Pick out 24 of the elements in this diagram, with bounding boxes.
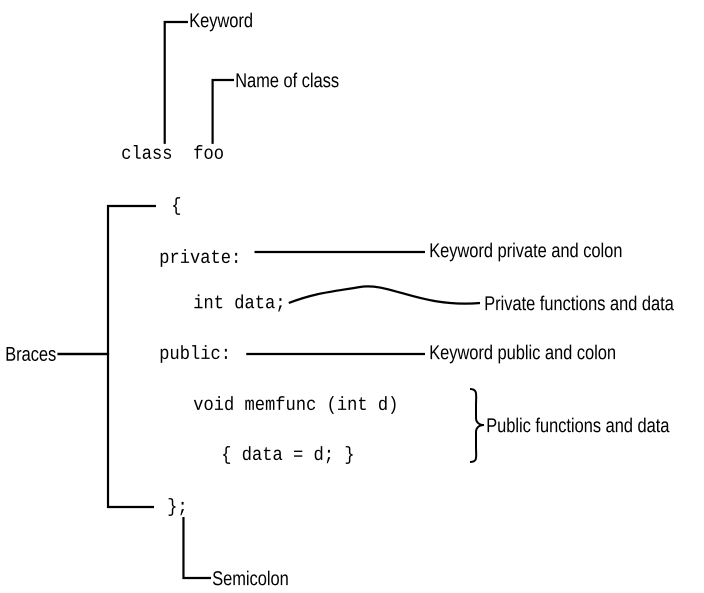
callout-label: Private functions and data <box>486 296 674 310</box>
callout-label: Keyword <box>190 12 252 32</box>
leader-line <box>212 78 234 144</box>
code-line: class <box>122 145 172 159</box>
leader-line <box>57 352 154 508</box>
code-line: { <box>173 197 180 215</box>
code-line: void memfunc (int d) <box>194 396 396 414</box>
callout-label: Name of class <box>236 72 338 88</box>
code-line: public: <box>160 345 227 363</box>
callout-label: Public functions and data <box>488 418 670 432</box>
code-line: { data = d; } <box>223 446 353 464</box>
callout-label: Keyword private and colon <box>430 242 622 262</box>
leader-line <box>254 250 425 254</box>
code-line: int data; <box>194 294 282 312</box>
callout-label: Braces <box>6 347 56 361</box>
code-line: private: <box>160 249 238 267</box>
callout-label: Semicolon <box>212 570 288 586</box>
code-line: }; <box>168 498 184 516</box>
callout-label: Keyword public and colon <box>430 344 615 364</box>
leader-line <box>246 352 425 356</box>
leader-line <box>164 20 188 144</box>
leader-line <box>288 285 480 305</box>
leader-line <box>182 517 211 580</box>
code-line: foo <box>194 145 223 159</box>
